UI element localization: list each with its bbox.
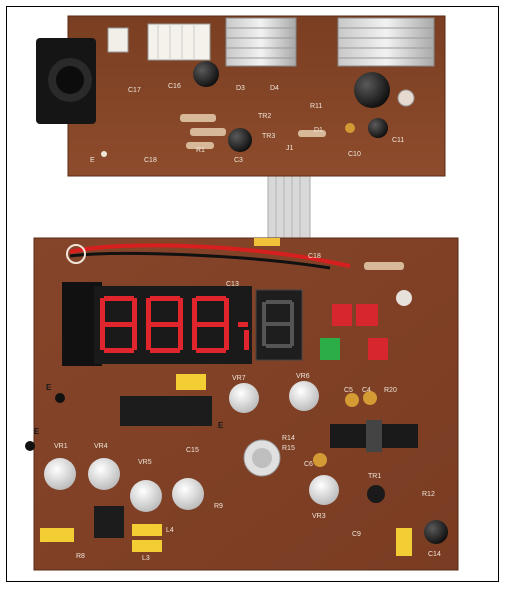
label-r15: R15 [282,445,295,452]
label-j1: J1 [286,145,294,152]
label-tr1: TR1 [368,473,381,480]
label-c5: C5 [344,387,353,394]
heatsink [337,17,435,67]
label-c6: C6 [304,461,313,468]
heatsink [225,17,297,67]
label-d3: D3 [236,85,245,92]
potentiometers [44,381,339,512]
label-r8: R8 [76,553,85,560]
label-c13: C13 [226,281,239,288]
label-c18-b: C18 [308,253,321,260]
label-c11: C11 [392,137,404,144]
label-r9: R9 [214,503,223,510]
label-tr2: TR2 [258,113,271,120]
label-tr3: TR3 [262,133,275,140]
label-vr6: VR6 [296,373,310,380]
label-vr3: VR3 [312,513,326,520]
label-d1: D1 [314,127,323,134]
label-e-left1: E [46,383,52,392]
label-c3: C3 [234,157,243,164]
label-c9: C9 [352,531,361,538]
label-c14: C14 [428,551,441,558]
label-r20: R20 [384,387,397,394]
label-r11: R11 [310,103,322,110]
label-c18: C18 [144,157,157,164]
label-vr7: VR7 [232,375,246,382]
label-d4: D4 [270,85,279,92]
label-r12: R12 [422,491,435,498]
label-r14: R14 [282,435,295,442]
label-c15: C15 [186,447,199,454]
bottom-board: C18 C13 R20 C5 C4 VR7 VR6 R14 R15 C6 E E… [25,237,459,571]
label-vr5: VR5 [138,459,152,466]
label-vr4: VR4 [94,443,108,450]
label-l3: L3 [142,555,150,562]
label-e-top: E [90,157,95,164]
label-c4: C4 [362,387,371,394]
label-e-left2: E [34,427,40,436]
label-c17: C17 [128,87,141,94]
label-r1: R1 [196,147,205,154]
top-board: C17 C16 C18 D3 D4 TR2 TR3 R11 R1 C3 D1 C… [36,15,446,177]
label-l4: L4 [166,527,174,534]
label-e-mid: E [218,421,224,430]
label-c10: C10 [348,151,361,158]
label-vr1: VR1 [54,443,68,450]
seven-segment-display [62,282,303,366]
label-c16: C16 [168,83,181,90]
